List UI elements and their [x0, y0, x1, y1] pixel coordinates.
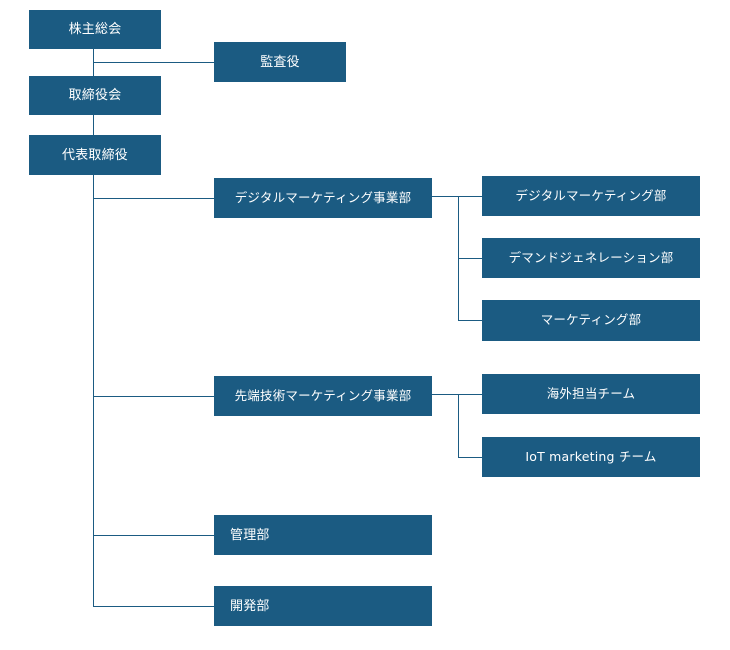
node-overseas-team: 海外担当チーム	[482, 374, 700, 414]
node-digital-dept: デジタルマーケティング部	[482, 176, 700, 216]
connector-digital-branch	[432, 196, 482, 197]
connector-ceo-spine	[93, 175, 94, 606]
node-demand-gen-dept: デマンドジェネレーション部	[482, 238, 700, 278]
connector-demand-gen	[458, 258, 482, 259]
node-tech-division: 先端技術マーケティング事業部	[214, 376, 432, 416]
node-shareholders: 株主総会	[29, 10, 161, 49]
node-development-dept: 開発部	[214, 586, 432, 626]
node-board: 取締役会	[29, 76, 161, 115]
node-ceo: 代表取締役	[29, 135, 161, 175]
connector-tech-sub-spine	[458, 394, 459, 457]
connector-management	[93, 535, 214, 536]
node-marketing-dept: マーケティング部	[482, 300, 700, 341]
node-iot-team: IoT marketing チーム	[482, 437, 700, 477]
node-auditor: 監査役	[214, 42, 346, 82]
node-digital-division: デジタルマーケティング事業部	[214, 178, 432, 218]
connector-iot	[458, 457, 482, 458]
connector-auditor	[93, 62, 214, 63]
connector-development	[93, 606, 214, 607]
connector-board-ceo	[93, 115, 94, 135]
connector-tech-division	[93, 396, 214, 397]
connector-marketing	[458, 320, 482, 321]
connector-tech-branch	[432, 394, 482, 395]
node-management-dept: 管理部	[214, 515, 432, 555]
connector-digital-division	[93, 198, 214, 199]
